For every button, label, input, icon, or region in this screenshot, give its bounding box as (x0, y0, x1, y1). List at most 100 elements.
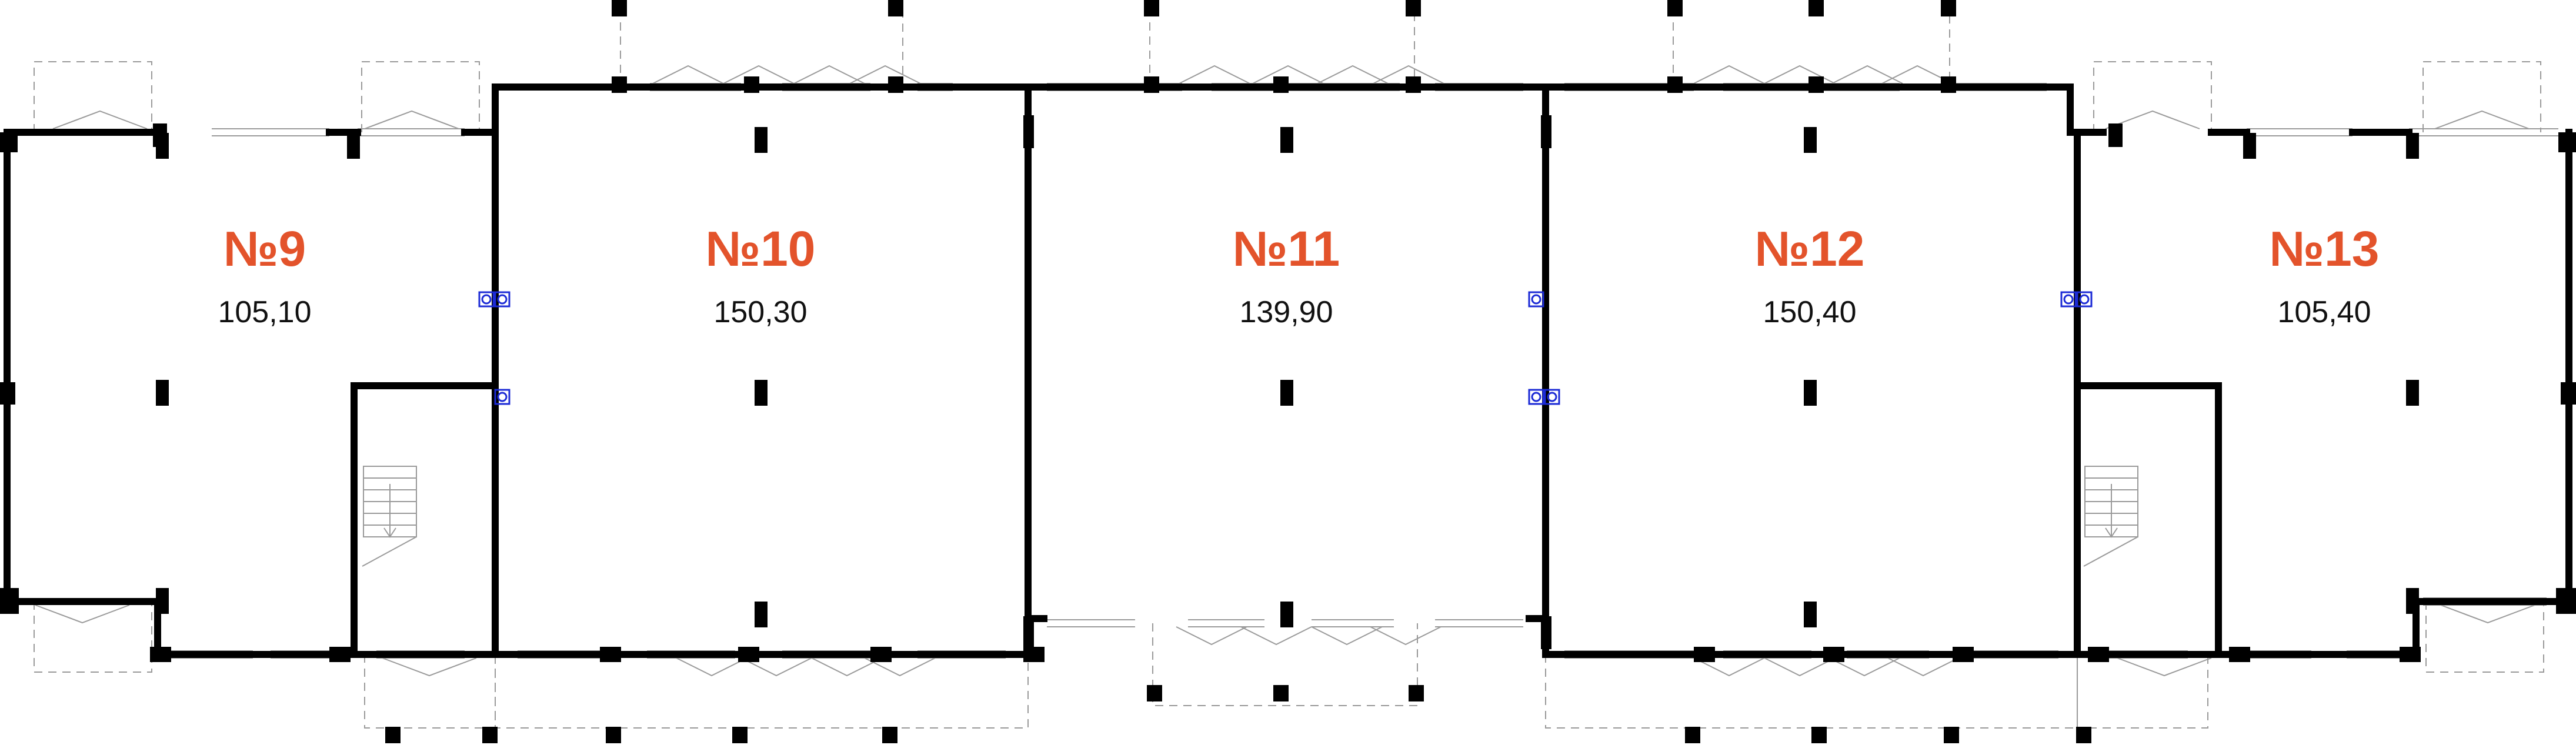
door-leaf (1311, 626, 1383, 646)
column (1811, 727, 1827, 743)
door-leaf (1831, 65, 1903, 84)
column (1409, 685, 1424, 701)
unit-10-area: 150,30 (713, 295, 807, 329)
unit-11-area: 139,90 (1239, 295, 1333, 329)
door-leaf (1252, 65, 1324, 84)
column (738, 647, 759, 662)
column (1953, 647, 1974, 662)
door-leaf (864, 657, 936, 677)
door-outline (495, 654, 1029, 729)
meter-box (1528, 389, 1544, 405)
meter-dial (1547, 392, 1557, 402)
column (1144, 76, 1159, 93)
meter-dial (497, 294, 508, 305)
column (2400, 647, 2421, 662)
meter-dial (481, 294, 492, 305)
column (2406, 588, 2419, 614)
door-outline (34, 61, 152, 132)
wall-stub (0, 382, 15, 405)
meter-box (1528, 291, 1544, 308)
column (1541, 115, 1551, 148)
column (2229, 647, 2250, 662)
column (347, 133, 360, 159)
column (1808, 76, 1824, 93)
unit-9-area: 105,10 (218, 295, 311, 329)
door-leaf (1370, 626, 1442, 646)
unit-13-area: 105,40 (2277, 295, 2371, 329)
door-leaf (723, 65, 795, 84)
meter-box (494, 389, 510, 405)
door-outline (620, 0, 903, 87)
windows-doors (34, 0, 2558, 729)
door-leaf (652, 65, 724, 84)
door-leaf (1693, 657, 1765, 677)
wall (461, 83, 2107, 654)
stair-landing (362, 536, 417, 567)
wall (1542, 598, 2572, 658)
unit-labels: №9 105,10 №10 150,30 №11 139,90 №12 150,… (218, 221, 2379, 329)
door-leaf (676, 657, 748, 677)
door-leaf (1887, 657, 1959, 677)
column (1941, 76, 1956, 93)
column (606, 727, 621, 743)
column (1667, 76, 1683, 93)
meters (478, 291, 2093, 405)
door-outline (2093, 61, 2212, 132)
unit-12-number[interactable]: №12 (1754, 221, 1864, 276)
column (732, 727, 748, 743)
column (1406, 76, 1421, 93)
column (385, 727, 401, 743)
column (888, 0, 903, 16)
column (1280, 127, 1293, 153)
column (156, 588, 169, 614)
unit-12-area: 150,40 (1763, 295, 1856, 329)
unit-13-number[interactable]: №13 (2269, 221, 2379, 276)
door-leaf (1317, 65, 1389, 84)
stair-arrowhead (2105, 527, 2118, 538)
column (882, 727, 897, 743)
door-outline (361, 61, 480, 132)
column (1023, 647, 1045, 662)
column (1280, 380, 1293, 406)
column (1406, 0, 1421, 16)
wall (4, 129, 161, 605)
door-leaf (52, 110, 148, 129)
column (755, 380, 768, 406)
column (1941, 0, 1956, 16)
door-outline (1545, 654, 2078, 729)
column (870, 647, 892, 662)
column (1273, 685, 1289, 701)
door-leaf (793, 65, 865, 84)
door-outline (2422, 61, 2541, 132)
door-leaf (2440, 604, 2535, 624)
unit-11-number[interactable]: №11 (1233, 221, 1340, 276)
wall-stub (0, 588, 19, 614)
meter-box (478, 291, 495, 308)
stair-landing (2083, 536, 2138, 567)
wall-stub (2561, 382, 2576, 405)
door-leaf (740, 657, 812, 677)
walls (0, 83, 2576, 658)
unit-9-number[interactable]: №9 (223, 221, 306, 276)
door-leaf (849, 65, 921, 84)
wall-stub (2108, 123, 2123, 147)
column (612, 76, 627, 93)
meter-box (1544, 389, 1560, 405)
column (156, 133, 169, 159)
wall-stub (2558, 132, 2576, 152)
door-outline (364, 654, 496, 729)
column (1147, 685, 1162, 701)
unit-10-number[interactable]: №10 (705, 221, 815, 276)
stairs (362, 466, 2138, 567)
column (1280, 602, 1293, 627)
column (2406, 380, 2419, 406)
column (1685, 727, 1700, 743)
door-leaf (1828, 657, 1900, 677)
column (150, 647, 171, 662)
column (482, 727, 498, 743)
column (1667, 0, 1683, 16)
column (612, 0, 627, 16)
door-leaf (1176, 626, 1247, 646)
column (2088, 647, 2109, 662)
